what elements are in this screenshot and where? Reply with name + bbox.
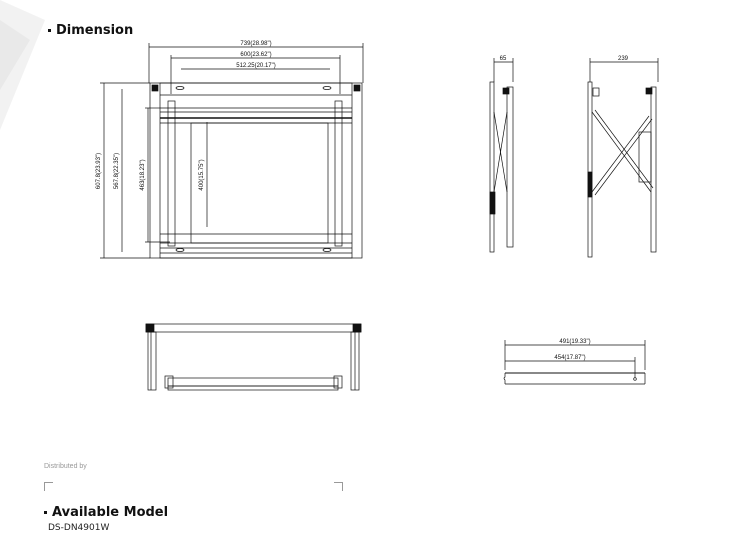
- width-mid-label: 600(23.62"): [240, 52, 271, 58]
- model-name: DS-DN4901W: [48, 523, 110, 533]
- dimension-heading: Dimension: [48, 23, 133, 38]
- width-overall-label: 739(28.98"): [240, 41, 271, 47]
- length-overall-label: 491(19.33"): [559, 339, 590, 345]
- distributor-box-corner-left: [44, 482, 53, 491]
- side-view-extended-drawing: 239: [587, 56, 659, 258]
- watermark-graphic: [0, 0, 45, 130]
- distributor-box-corner-right: [334, 482, 343, 491]
- height-mid-label: 567.8(22.35"): [114, 153, 120, 189]
- height-overall-label: 607.8(23.93"): [96, 153, 102, 189]
- depth-extended-label: 239: [618, 56, 629, 62]
- length-inner-label: 454(17.87"): [554, 355, 585, 361]
- width-inner-label: 512.25(20.17"): [236, 63, 276, 69]
- available-model-heading: Available Model: [44, 505, 168, 520]
- side-view-collapsed-drawing: 65: [489, 56, 514, 253]
- top-view-drawing: [145, 323, 362, 391]
- distributed-by-label: Distributed by: [44, 463, 87, 470]
- depth-collapsed-label: 65: [500, 56, 507, 62]
- bracket-view-drawing: 491(19.33") 454(17.87"): [503, 339, 646, 385]
- height-inner-label: 463(18.23"): [140, 159, 146, 190]
- height-vesa-label: 400(15.75"): [199, 159, 205, 190]
- front-view-drawing: 739(28.98") 600(23.62") 512.25(20.17") 6…: [96, 41, 364, 259]
